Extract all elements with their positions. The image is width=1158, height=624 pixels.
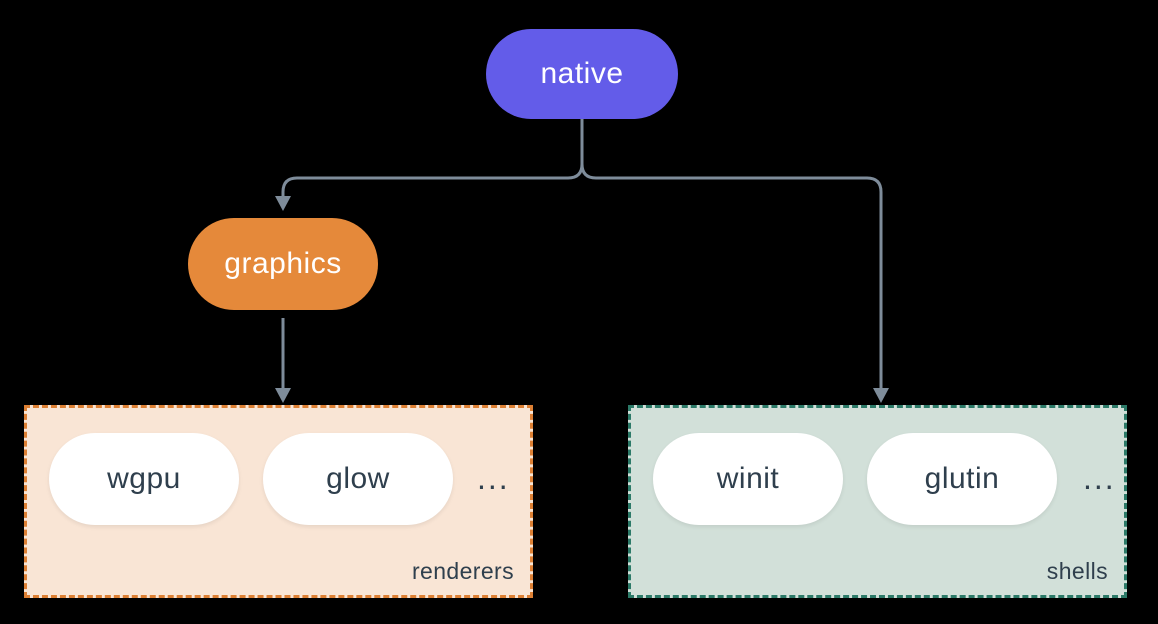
arrowhead-into-shells: [873, 388, 889, 403]
node-graphics[interactable]: graphics: [188, 218, 378, 310]
edge-native-graphics: [281, 119, 584, 196]
node-native[interactable]: native: [486, 29, 678, 119]
group-shells: winit glutin ... shells: [628, 405, 1127, 598]
node-glutin[interactable]: glutin: [867, 433, 1057, 525]
node-wgpu[interactable]: wgpu: [49, 433, 239, 525]
ellipsis-renderers: ...: [477, 460, 510, 496]
ellipsis-shells: ...: [1083, 460, 1116, 496]
group-renderers: wgpu glow ... renderers: [24, 405, 533, 598]
node-winit[interactable]: winit: [653, 433, 843, 525]
node-glow[interactable]: glow: [263, 433, 453, 525]
arrowhead-into-renderers: [275, 388, 291, 403]
group-label-renderers: renderers: [411, 558, 514, 584]
edge-native-shells: [580, 119, 883, 388]
arrowhead-into-graphics: [275, 196, 291, 211]
group-label-shells: shells: [1046, 558, 1108, 584]
